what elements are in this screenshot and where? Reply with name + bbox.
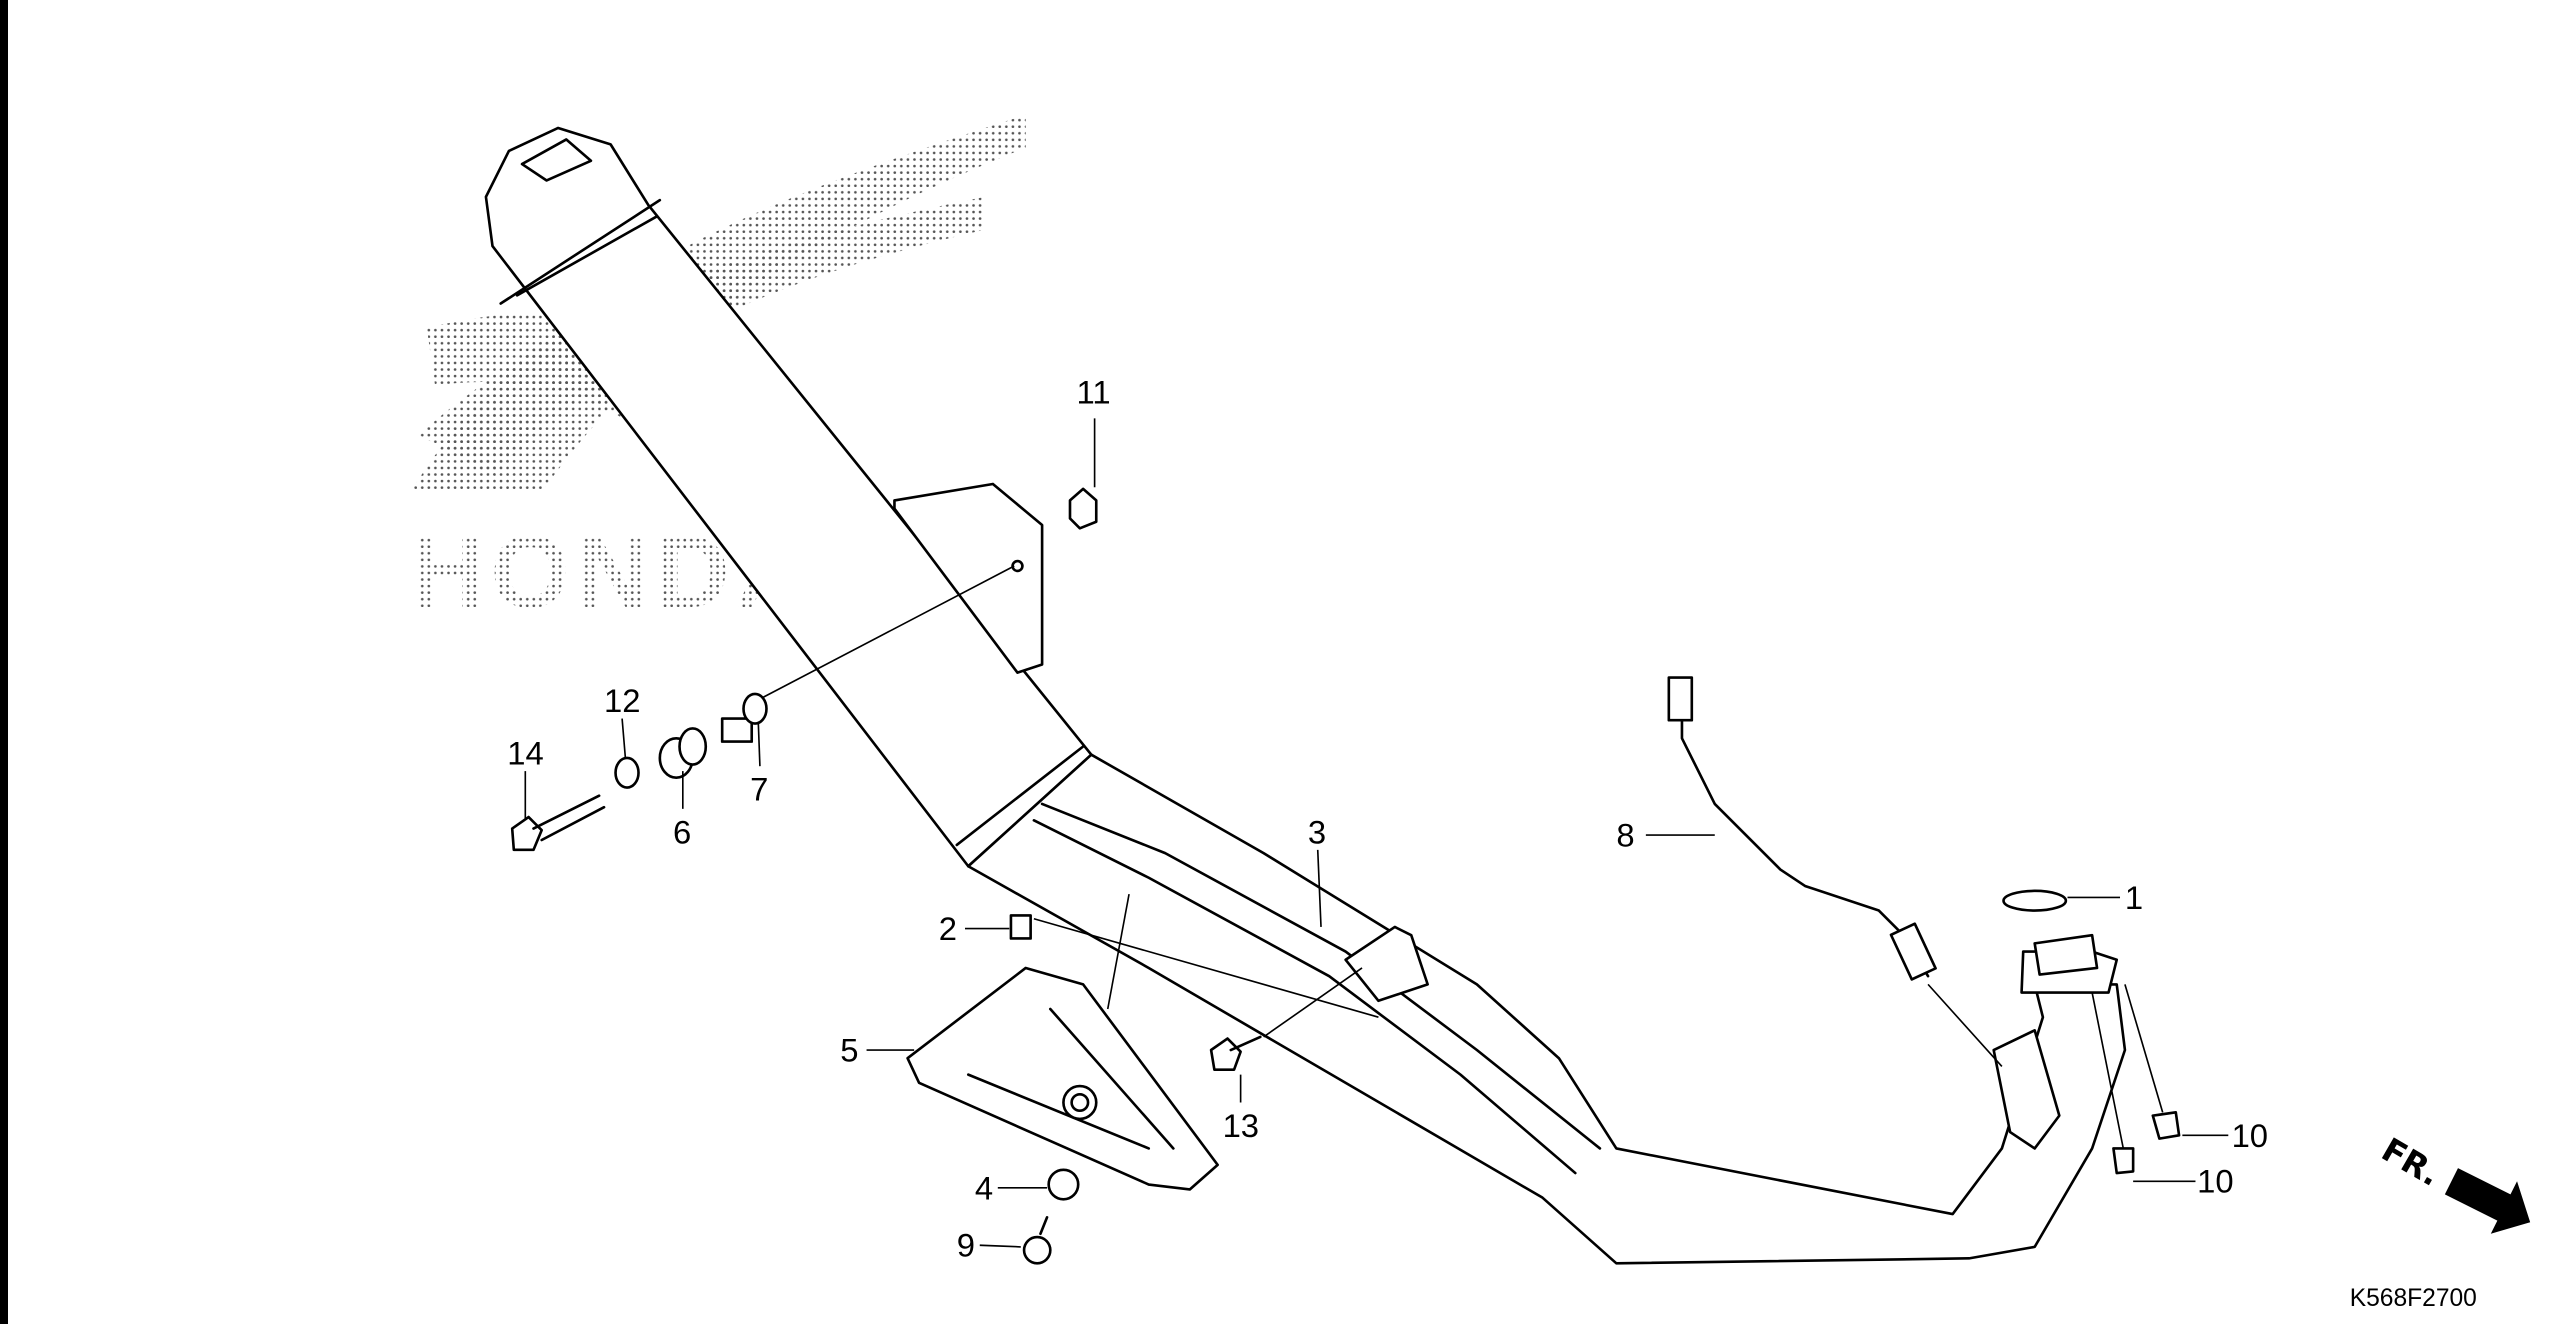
bolt-13[interactable]	[1209, 1035, 1262, 1072]
collar[interactable]	[1009, 914, 1032, 940]
callout-11[interactable]: 11	[1077, 374, 1111, 411]
callout-6[interactable]: 6	[673, 813, 691, 850]
exhaust-pipe[interactable]	[966, 753, 2127, 1265]
callout-7[interactable]: 7	[750, 771, 768, 808]
front-arrow-icon	[2444, 1168, 2531, 1234]
callout-14[interactable]: 14	[507, 735, 543, 772]
callout-4[interactable]: 4	[975, 1169, 993, 1206]
front-label: FR.	[2375, 1131, 2447, 1194]
sensor-boss	[1992, 1029, 2061, 1150]
callout-8[interactable]: 8	[1616, 817, 1634, 854]
callout-12[interactable]: 12	[604, 682, 640, 719]
callout-9[interactable]: 9	[957, 1227, 975, 1264]
callout-2[interactable]: 2	[939, 910, 957, 947]
callout-10a[interactable]: 10	[2232, 1117, 2268, 1154]
screw-9[interactable]	[1022, 1216, 1052, 1265]
grommet-6[interactable]	[658, 727, 708, 779]
nut-11[interactable]	[1068, 487, 1098, 530]
callout-3[interactable]: 3	[1308, 813, 1326, 850]
muffler-mount-bracket	[893, 482, 1044, 674]
callout-13[interactable]: 13	[1223, 1107, 1259, 1144]
muffler[interactable]	[484, 126, 1093, 868]
clip-nut-10a[interactable]	[2151, 1111, 2181, 1140]
collar-7[interactable]	[720, 692, 768, 743]
o2-sensor[interactable]	[1667, 676, 1937, 981]
drawing-code: K568F2700	[2350, 1285, 2477, 1312]
clip-nut-10b[interactable]	[2112, 1147, 2135, 1175]
washer-12[interactable]	[614, 756, 640, 789]
callouts: 11 12 14 6 7 3 8 1 2 5 13 4 9 10 10	[507, 374, 2268, 1264]
left-edge-bar	[0, 0, 8, 1324]
pipe-mount-bracket	[1344, 925, 1429, 1003]
nut-4[interactable]	[1047, 1168, 1080, 1201]
callout-10b[interactable]: 10	[2197, 1163, 2233, 1200]
flange-port	[2033, 933, 2099, 976]
gasket[interactable]	[2002, 889, 2068, 912]
callout-5[interactable]: 5	[840, 1031, 858, 1068]
front-direction-indicator: FR.	[2375, 1131, 2531, 1234]
leader-lines	[524, 418, 2229, 1248]
callout-1[interactable]: 1	[2125, 879, 2143, 916]
heat-shield[interactable]	[906, 966, 1219, 1191]
